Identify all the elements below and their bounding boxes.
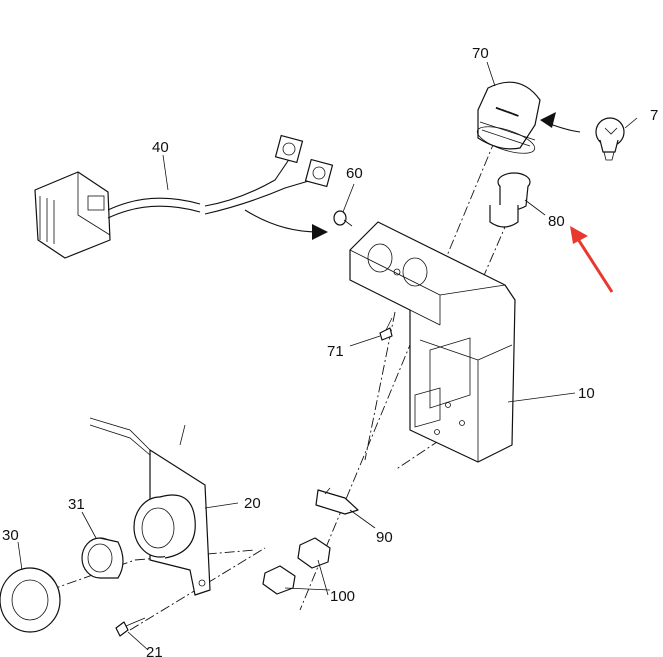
part-70-lamp-cover: ▬▬▬▬ [476,81,541,154]
part-7-bulb [595,117,625,161]
part-30-ring [0,567,61,633]
assembly-arrows [244,112,581,240]
callout-7: 7 [650,107,658,124]
callout-31: 31 [68,496,85,513]
part-80-socket [489,172,531,228]
part-10-bracket [349,221,516,463]
part-90-bracket [315,487,359,515]
part-60-screw [333,210,353,227]
callout-21: 21 [146,644,163,657]
part-40-harness [34,134,334,259]
highlight-arrow [570,226,614,293]
callout-71: 71 [327,343,344,360]
callout-10: 10 [578,385,595,402]
callout-20: 20 [244,495,261,512]
callout-60: 60 [346,165,363,182]
part-71-screw [379,317,393,341]
callout-30: 30 [2,527,19,544]
part-20-sub-bracket [89,417,211,596]
callout-40: 40 [152,139,169,156]
leader-lines [17,61,638,651]
callout-100: 100 [330,588,355,605]
part-21-screw [115,617,146,637]
callout-labels: 70 7 40 60 80 71 10 31 20 30 90 100 21 [2,45,658,657]
callout-70: 70 [472,45,489,62]
callout-90: 90 [376,529,393,546]
part-100-switches [262,537,331,595]
callout-80: 80 [548,213,565,230]
part-31-bushing [81,537,124,579]
